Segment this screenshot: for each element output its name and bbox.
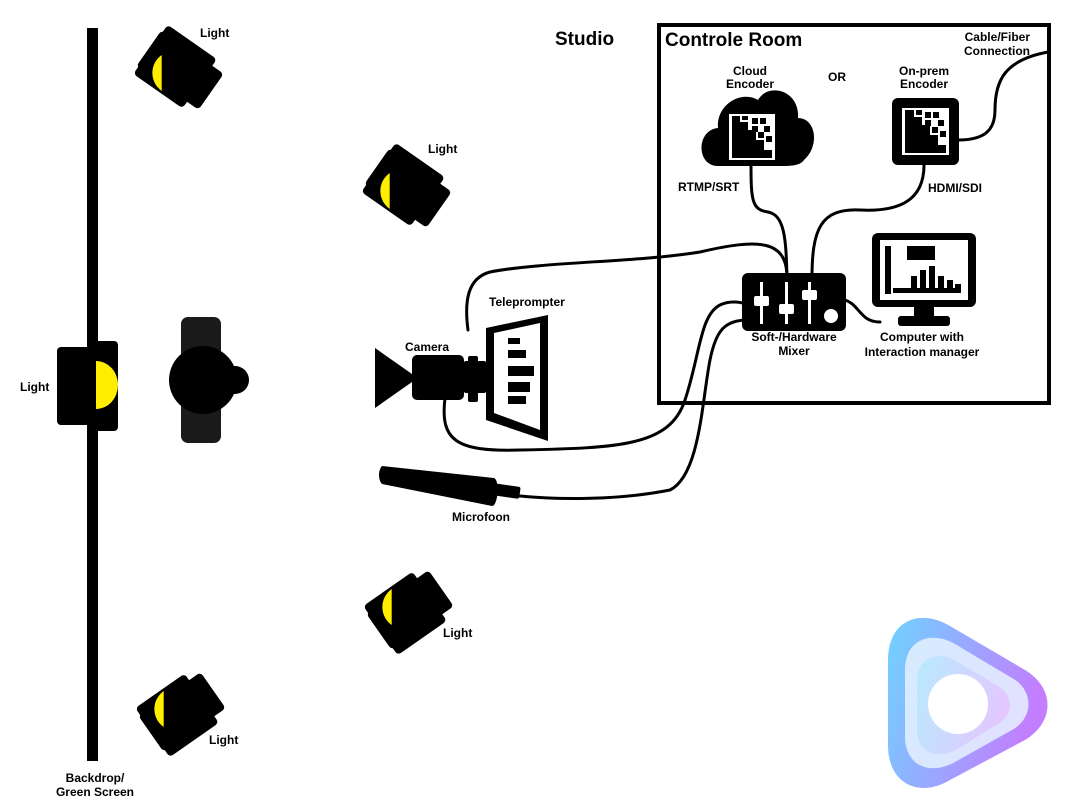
- cable-fiber-connection: [956, 50, 1050, 142]
- onprem-encoder-label-line1: On-prem: [899, 64, 949, 78]
- onprem-encoder-label-line2: Encoder: [900, 77, 948, 91]
- cable-onprem-encoder-mixer: [810, 163, 926, 280]
- backdrop-label-line2: Green Screen: [56, 785, 134, 799]
- teleprompter-icon: [486, 315, 548, 441]
- control-room-box: [657, 23, 1051, 405]
- or-label: OR: [828, 70, 846, 84]
- light-icon: [364, 571, 453, 654]
- cloud-encoder-label-line1: Cloud: [733, 64, 767, 78]
- computer-icon: [872, 233, 976, 326]
- cable-mixer-teleprompter: [465, 242, 789, 332]
- mixer-label-line2: Mixer: [778, 344, 810, 358]
- light-icon: [57, 341, 118, 431]
- light-label-top: Light: [200, 26, 229, 40]
- rtmp-srt-label: RTMP/SRT: [678, 180, 740, 194]
- microphone-label: Microfoon: [452, 510, 510, 524]
- cable-microphone-mixer: [518, 318, 750, 500]
- light-icon: [362, 144, 451, 227]
- light-label-lower-mid: Light: [443, 626, 472, 640]
- light-icon: [136, 673, 225, 756]
- camera-label: Camera: [405, 340, 449, 354]
- mixer-icon: [742, 273, 846, 331]
- camera-icon: [375, 348, 486, 408]
- cloud-encoder-label-line2: Encoder: [726, 77, 774, 91]
- cable-mixer-computer: [843, 298, 882, 324]
- cable-camera-mixer: [442, 300, 750, 452]
- mixer-label-line1: Soft-/Hardware: [751, 330, 837, 344]
- cable-fiber-label-line1: Cable/Fiber: [965, 30, 1031, 44]
- computer-label-line2: Interaction manager: [865, 345, 980, 359]
- studio-title: Studio: [555, 29, 614, 50]
- cloud-encoder-icon: [701, 90, 815, 166]
- teleprompter-label: Teleprompter: [489, 295, 565, 309]
- play-logo-icon: [888, 617, 1048, 788]
- light-label-bottom: Light: [209, 733, 238, 747]
- light-label-upper-mid: Light: [428, 142, 457, 156]
- cable-cloud-encoder-mixer: [749, 163, 789, 280]
- backdrop-label-line1: Backdrop/: [66, 771, 125, 785]
- light-label-left: Light: [20, 380, 49, 394]
- light-icon: [134, 26, 223, 109]
- computer-label-line1: Computer with: [880, 330, 964, 344]
- control-room-title: Controle Room: [665, 30, 802, 51]
- hdmi-sdi-label: HDMI/SDI: [928, 181, 982, 195]
- cable-fiber-label-line2: Connection: [964, 44, 1030, 58]
- person-icon: [169, 317, 249, 443]
- onprem-encoder-icon: [892, 98, 959, 165]
- microphone-icon: [379, 466, 521, 506]
